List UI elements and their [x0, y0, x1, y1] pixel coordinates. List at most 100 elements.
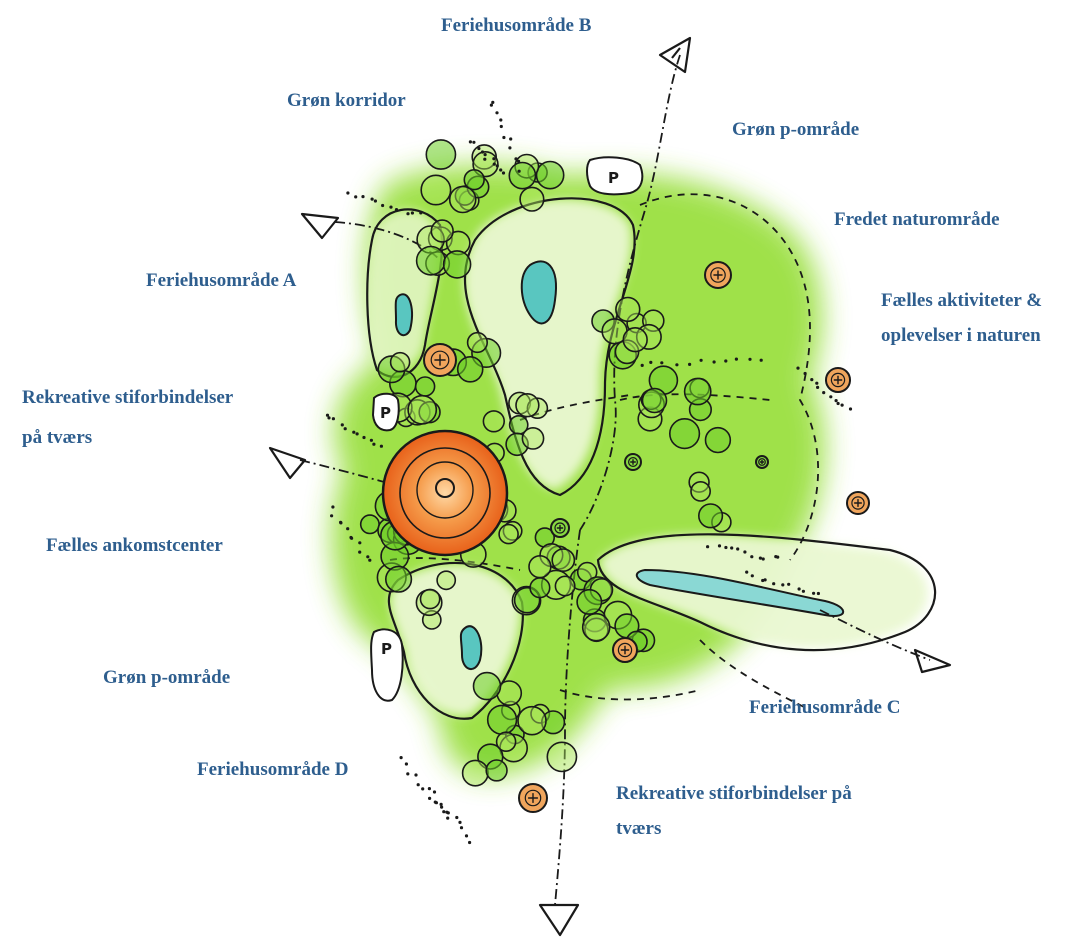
parking-icon[interactable]: P: [587, 157, 642, 194]
activity-marker-icon[interactable]: [424, 344, 456, 376]
path-dot: [841, 404, 844, 407]
path-dot: [433, 790, 436, 793]
tree-icon: [522, 428, 543, 449]
path-dot: [374, 199, 377, 202]
tree-icon: [518, 707, 546, 735]
path-dot: [361, 195, 364, 198]
path-dot: [406, 212, 409, 215]
tree-icon: [547, 742, 576, 771]
activity-marker-icon[interactable]: [705, 262, 731, 288]
tree-icon: [623, 328, 647, 352]
path-dot: [518, 170, 521, 173]
path-dot: [700, 359, 703, 362]
tree-icon: [444, 251, 471, 278]
path-dot: [440, 803, 443, 806]
label-faelles-ankomstcenter: Fælles ankomstcenter: [46, 530, 223, 561]
path-dot: [810, 378, 813, 381]
direction-arrow-icon[interactable]: [915, 650, 950, 672]
path-dot: [517, 160, 520, 163]
activity-marker-icon[interactable]: [551, 519, 569, 537]
tree-icon: [706, 428, 731, 453]
path-dot: [490, 104, 493, 107]
path-dot: [344, 427, 347, 430]
tree-icon: [520, 187, 544, 211]
path-dot: [442, 810, 445, 813]
path-dot: [724, 359, 727, 362]
path-dot: [354, 195, 357, 198]
direction-arrow-icon[interactable]: [270, 448, 305, 478]
parking-label: P: [381, 640, 392, 658]
path-dot: [472, 141, 475, 144]
path-dot: [509, 137, 512, 140]
arrival-center-circle: [383, 431, 507, 555]
direction-arrow-icon[interactable]: [540, 905, 578, 935]
path-dot: [815, 382, 818, 385]
label-feriehusomraade-c: Feriehusområde C: [749, 692, 900, 723]
path-dot: [332, 417, 335, 420]
path-dot: [829, 395, 832, 398]
label-groen-p-omraade-bottom: Grøn p-område: [103, 662, 230, 693]
path-dot: [724, 546, 727, 549]
path-dot: [496, 164, 499, 167]
label-rekreative-left-line1: Rekreative stiforbindelser: [22, 382, 233, 413]
parking-label: P: [608, 169, 619, 187]
path-dot: [468, 841, 471, 844]
path-dot: [395, 208, 398, 211]
label-feriehusomraade-d: Feriehusområde D: [197, 754, 348, 785]
path-dot: [458, 821, 461, 824]
path-dot: [358, 551, 361, 554]
parking-icon[interactable]: P: [373, 394, 399, 431]
path-dot: [381, 204, 384, 207]
path-dot: [502, 136, 505, 139]
tree-icon: [509, 163, 535, 189]
path-dot: [499, 118, 502, 121]
path-dot: [796, 367, 799, 370]
tree-icon: [555, 576, 574, 595]
parking-icon[interactable]: P: [371, 629, 403, 700]
path-dot: [675, 363, 678, 366]
parking-label: P: [380, 404, 391, 422]
activity-marker-icon[interactable]: [613, 638, 637, 662]
direction-arrow-icon[interactable]: [660, 38, 690, 72]
activity-marker-icon[interactable]: [847, 492, 869, 514]
path-dot: [339, 521, 342, 524]
tree-icon: [499, 525, 518, 544]
tree-icon: [552, 549, 574, 571]
path-dot: [483, 158, 486, 161]
tree-icon: [577, 590, 601, 614]
tree-icon: [458, 357, 483, 382]
path-dot: [440, 806, 443, 809]
path-dot: [356, 432, 359, 435]
path-dot: [493, 163, 496, 166]
path-dot: [499, 168, 502, 171]
path-dot: [649, 361, 652, 364]
direction-arrow-icon[interactable]: [302, 214, 338, 238]
path-dot: [817, 592, 820, 595]
tree-icon: [530, 578, 550, 598]
tree-icon: [670, 419, 700, 449]
pond-icon: [396, 294, 412, 335]
path-dot: [358, 541, 361, 544]
path-dot: [419, 211, 422, 214]
path-dot: [764, 578, 767, 581]
tree-icon: [421, 589, 440, 608]
activity-marker-icon[interactable]: [756, 456, 768, 468]
path-dot: [688, 363, 691, 366]
path-dot: [341, 423, 344, 426]
path-dot: [414, 773, 417, 776]
label-rekreative-bottom-line1: Rekreative stiforbindelser på: [616, 778, 852, 809]
activity-marker-icon[interactable]: [519, 784, 547, 812]
path-dot: [514, 157, 517, 160]
path-dot: [776, 556, 779, 559]
path-dot: [835, 399, 838, 402]
activity-marker-icon[interactable]: [625, 454, 641, 470]
activity-marker-icon[interactable]: [826, 368, 850, 392]
tree-icon: [426, 140, 455, 169]
path-dot: [400, 756, 403, 759]
path-dot: [368, 559, 371, 562]
path-dot: [435, 801, 438, 804]
path-dot: [745, 571, 748, 574]
path-dot: [812, 592, 815, 595]
path-dot: [495, 111, 498, 114]
path-dot: [428, 787, 431, 790]
